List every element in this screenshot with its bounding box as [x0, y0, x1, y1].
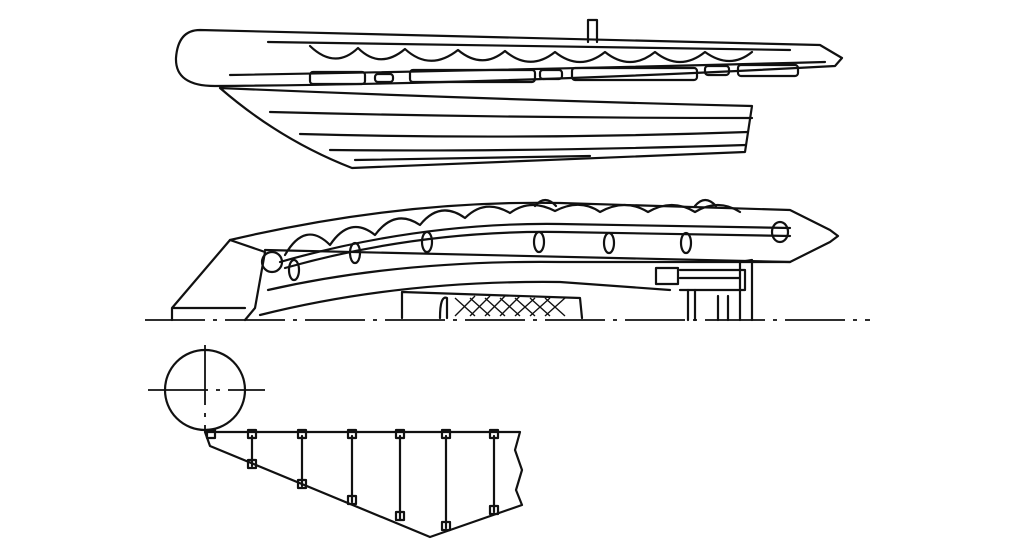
- hull-strake-2: [298, 130, 750, 138]
- tube-scallops: [283, 203, 742, 257]
- hull-lower: [258, 280, 672, 317]
- handle-scallops: [308, 44, 754, 64]
- engine-box: [400, 290, 584, 320]
- boat-side-elevation: [174, 18, 844, 170]
- hull-strake-3: [328, 143, 748, 152]
- frame-outline: [203, 430, 524, 539]
- cradle-support: [170, 238, 267, 322]
- tube-lower: [266, 260, 792, 292]
- transom-bracket: [654, 258, 754, 322]
- tube-outline: [174, 28, 844, 88]
- hull-outline: [218, 86, 754, 170]
- tube-upper: [228, 201, 840, 264]
- console-post: [586, 18, 599, 44]
- keel-line: [353, 154, 592, 162]
- grab-handles: [287, 230, 693, 282]
- post-clamps: [205, 428, 500, 532]
- bow-cap: [770, 220, 790, 244]
- frame-posts: [250, 434, 496, 530]
- boat-on-cradle: [145, 198, 870, 322]
- top-fittings: [533, 198, 718, 208]
- tube-seam: [266, 40, 792, 52]
- hull-strake-1: [268, 110, 754, 120]
- rubbing-strakes: [308, 63, 800, 86]
- cradle-frame-section: [148, 345, 524, 539]
- stern-cap: [260, 250, 284, 274]
